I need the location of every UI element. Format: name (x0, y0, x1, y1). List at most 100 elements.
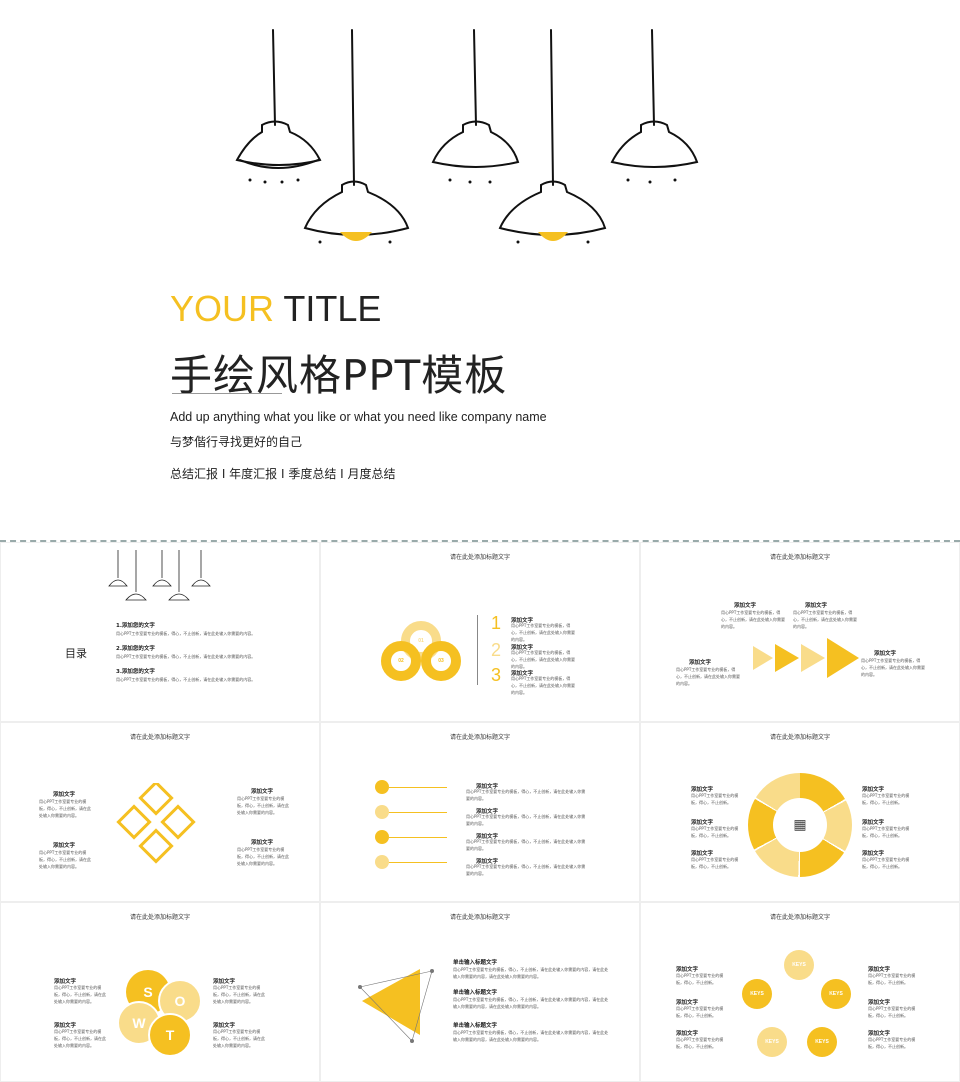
slide-arrows[interactable]: 请在此处添加标题文字 添加文字用心PPT工作室要专业的模板，得心，不止创新，请在… (640, 542, 960, 722)
timeline-line (389, 787, 447, 788)
item-title: 添加文字 (805, 603, 828, 609)
diamond-flower (116, 783, 196, 864)
item-desc: 用心PPT工作室要专业的模板，得心，不止创新。 (862, 826, 910, 838)
ring-03: 03 (421, 641, 461, 681)
number: 3 (491, 665, 502, 685)
item-title: 添加文字 (691, 851, 714, 857)
item-title: 添加文字 (476, 834, 499, 840)
item-title: 添加文字 (511, 671, 534, 677)
item-title: 添加文字 (511, 618, 534, 624)
toc-item[interactable]: 1.添加您的文字 (116, 623, 155, 629)
underline (172, 393, 282, 394)
item-desc: 用心PPT工作室要专业的模板，得心，不止创新，请在此处输入你需要的内容。 (511, 623, 575, 642)
item-desc: 用心PPT工作室要专业的模板，得心，不止创新。 (868, 1006, 916, 1018)
timeline-line (389, 812, 447, 813)
slide-toc[interactable]: 目录 1.添加您的文字 用心PPT工作室要专业的模板，得心，不止创新，请在此处输… (0, 542, 320, 722)
item-title: 添加文字 (53, 792, 76, 798)
item-desc: 用心PPT工作室要专业的模板，得心，不止创新，请在此处输入你需要的内容，请在此处… (453, 1030, 609, 1042)
item-title: 添加文字 (868, 967, 891, 973)
item-title: 单击输入标题文字 (453, 990, 498, 996)
title-cn: 手绘风格PPT模板 (170, 351, 508, 400)
item-desc: 用心PPT工作室要专业的模板，得心，不止创新，请在此处输入你需要的内容。 (39, 850, 91, 869)
item-desc: 用心PPT工作室要专业的模板，得心，不止创新，请在此处输入你需要的内容。 (213, 985, 265, 1004)
item-title: 添加文字 (868, 1000, 891, 1006)
toc-item[interactable]: 3.添加您的文字 (116, 669, 155, 675)
slide-rings[interactable]: 请在此处添加标题文字 01 02 03 1 2 3 添加文字用心PPT工作室要专… (320, 542, 640, 722)
item-title: 添加文字 (868, 1031, 891, 1037)
subtitle: Add up anything what you like or what yo… (170, 410, 547, 424)
item-desc: 用心PPT工作室要专业的模板，得心，不止创新，请在此处输入你需要的内容。 (466, 814, 586, 826)
item-desc: 用心PPT工作室要专业的模板，得心，不止创新。 (676, 973, 724, 985)
slide-timeline[interactable]: 请在此处添加标题文字 添加文字用心PPT工作室要专业的模板，得心，不止创新，请在… (320, 722, 640, 902)
item-title: 添加文字 (251, 789, 274, 795)
film-icon: ▦ (773, 798, 827, 852)
item-desc: 用心PPT工作室要专业的模板，得心，不止创新，请在此处输入你需要的内容。 (54, 985, 106, 1004)
keys-circle: KEYS (807, 1027, 837, 1057)
item-desc: 用心PPT工作室要专业的模板，得心，不止创新，请在此处输入你需要的内容。 (54, 1029, 106, 1048)
item-title: 添加文字 (676, 1000, 699, 1006)
slide-title: 请在此处添加标题文字 (449, 734, 510, 741)
slide-swot[interactable]: 请在此处添加标题文字 S O W T 添加文字用心PPT工作室要专业的模板，得心… (0, 902, 320, 1082)
timeline-line (389, 837, 447, 838)
item-title: 添加文字 (862, 787, 885, 793)
item-title: 添加文字 (691, 820, 714, 826)
slide-triangle[interactable]: 请在此处添加标题文字 单击输入标题文字用心PPT工作室要专业的模板，得心，不止创… (320, 902, 640, 1082)
item-desc: 用心PPT工作室要专业的模板，得心，不止创新，请在此处输入你需要的内容。 (466, 789, 586, 801)
item-title: 添加文字 (213, 1023, 236, 1029)
number: 1 (491, 613, 502, 633)
item-desc: 用心PPT工作室要专业的模板，得心，不止创新。 (691, 857, 739, 869)
item-title: 添加文字 (874, 651, 897, 657)
item-title: 添加文字 (511, 645, 534, 651)
item-title: 添加文字 (691, 787, 714, 793)
slide-title: 请在此处添加标题文字 (769, 734, 830, 741)
item-desc: 用心PPT工作室要专业的模板，得心，不止创新，请在此处输入你需要的内容。 (511, 650, 575, 669)
item-title: 添加文字 (676, 967, 699, 973)
item-desc: 用心PPT工作室要专业的模板，得心，不止创新。 (676, 1037, 724, 1049)
cover-slide: YOUR TITLE 手绘风格PPT模板 Add up anything wha… (0, 0, 960, 540)
item-desc: 用心PPT工作室要专业的模板，得心，不止创新。 (691, 826, 739, 838)
icon-circle (375, 855, 389, 869)
item-title: 单击输入标题文字 (453, 1023, 498, 1029)
slide-keys[interactable]: 请在此处添加标题文字 KEYS KEYS KEYS KEYS KEYS 添加文字… (640, 902, 960, 1082)
item-desc: 用心PPT工作室要专业的模板，得心，不止创新，请在此处输入你需要的内容。 (466, 864, 586, 876)
item-title: 添加文字 (476, 809, 499, 815)
slide-thumbnails: 目录 1.添加您的文字 用心PPT工作室要专业的模板，得心，不止创新，请在此处输… (0, 540, 960, 1082)
item-title: 添加文字 (251, 840, 274, 846)
keys-circle: KEYS (757, 1027, 787, 1057)
timeline-line (389, 862, 447, 863)
slide-diamonds[interactable]: 请在此处添加标题文字 添加文字用心PPT工作室要专业的模板，得心，不止创新，请在… (0, 722, 320, 902)
item-title: 单击输入标题文字 (453, 960, 498, 966)
item-title: 添加文字 (53, 843, 76, 849)
item-desc: 用心PPT工作室要专业的模板，得心，不止创新，请在此处输入你需要的内容，请在此处… (453, 997, 609, 1009)
slide-title: 请在此处添加标题文字 (129, 734, 190, 741)
item-desc: 用心PPT工作室要专业的模板，得心，不止创新。 (862, 857, 910, 869)
item-title: 添加文字 (676, 1031, 699, 1037)
arrow-chevrons (753, 638, 859, 678)
icon-circle (375, 830, 389, 844)
slide-wheel[interactable]: 请在此处添加标题文字 ▦ 添加文字用心PPT工作室要专业的模板，得心，不止创新。… (640, 722, 960, 902)
hanging-lamps-illustration (235, 29, 699, 244)
toc-item[interactable]: 2.添加您的文字 (116, 646, 155, 652)
item-title: 添加文字 (734, 603, 757, 609)
item-desc: 用心PPT工作室要专业的模板，得心，不止创新，请在此处输入你需要的内容。 (511, 676, 575, 695)
item-desc: 用心PPT工作室要专业的模板，得心，不止创新，请在此处输入你需要的内容。 (39, 799, 91, 818)
item-desc: 用心PPT工作室要专业的模板，得心，不止创新，请在此处输入你需要的内容。 (861, 658, 925, 677)
toc-desc: 用心PPT工作室要专业的模板，得心，不止创新，请在此处输入你需要的内容。 (116, 654, 256, 659)
slide-title: 请在此处添加标题文字 (769, 914, 830, 921)
item-desc: 用心PPT工作室要专业的模板，得心，不止创新，请在此处输入你需要的内容。 (213, 1029, 265, 1048)
keys-circle: KEYS (784, 950, 814, 980)
item-desc: 用心PPT工作室要专业的模板，得心，不止创新。 (868, 1037, 916, 1049)
item-desc: 用心PPT工作室要专业的模板，得心，不止创新。 (691, 793, 739, 805)
item-title: 添加文字 (862, 851, 885, 857)
keys-circle: KEYS (821, 979, 851, 1009)
item-title: 添加文字 (213, 979, 236, 985)
toc-desc: 用心PPT工作室要专业的模板，得心，不止创新，请在此处输入你需要的内容。 (116, 677, 256, 682)
slide-title: 请在此处添加标题文字 (449, 914, 510, 921)
item-desc: 用心PPT工作室要专业的模板，得心，不止创新，请在此处输入你需要的内容，请在此处… (453, 967, 609, 979)
ring-02: 02 (381, 641, 421, 681)
toc-desc: 用心PPT工作室要专业的模板，得心，不止创新，请在此处输入你需要的内容。 (116, 631, 256, 636)
swot-t: T (148, 1013, 192, 1057)
divider (477, 615, 478, 685)
item-desc: 用心PPT工作室要专业的模板，得心，不止创新，请在此处输入你需要的内容。 (466, 839, 586, 851)
slide-title: 请在此处添加标题文字 (449, 554, 510, 561)
